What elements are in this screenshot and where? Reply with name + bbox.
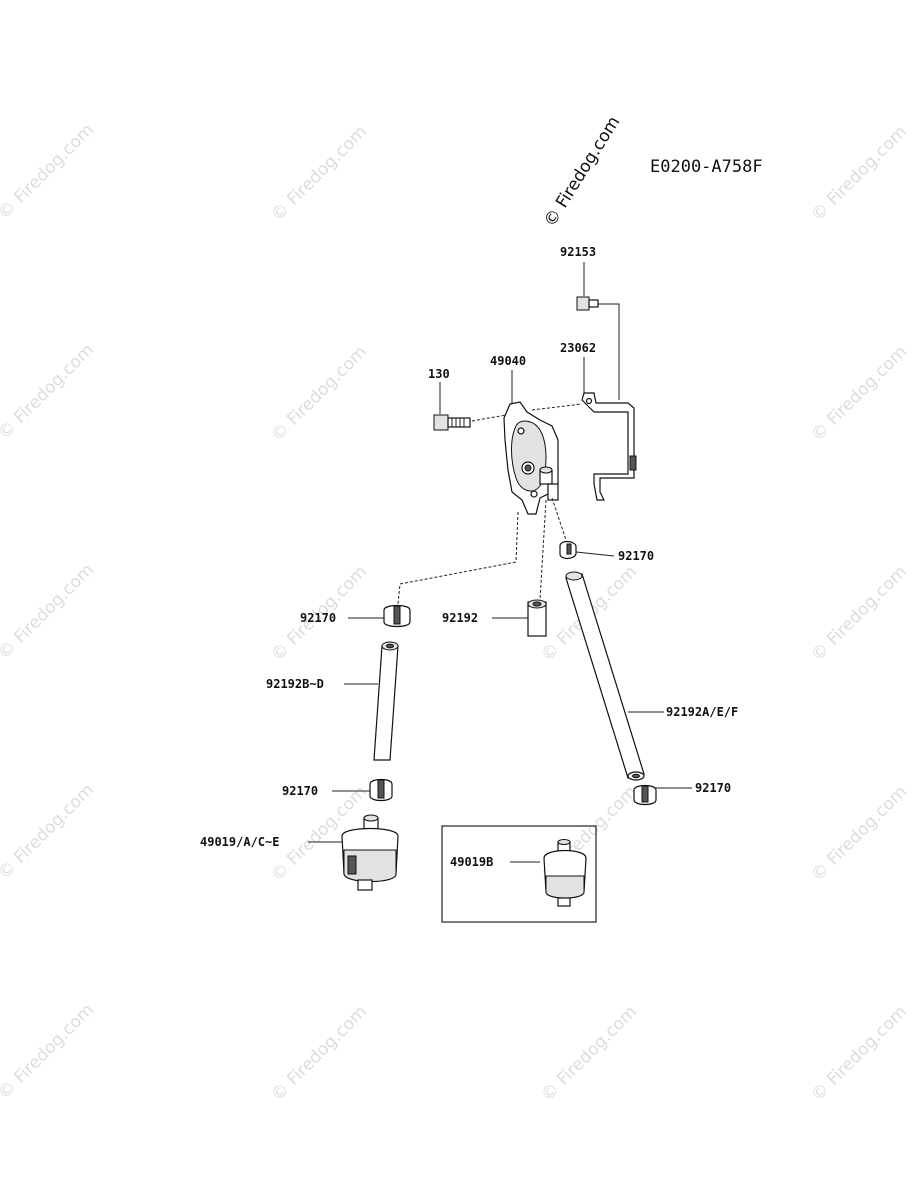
label-49019: 49019/A/C~E (200, 835, 279, 849)
watermark-text: © Firedog.com (0, 340, 98, 444)
clamp-92170-lower-left (332, 778, 393, 802)
label-92192a-e-f: 92192A/E/F (666, 705, 738, 719)
watermark-text: © Firedog.com (807, 1002, 911, 1106)
clamp-92170-pump (559, 540, 615, 560)
clamp-92170-left (348, 604, 411, 628)
hose-92192a-e-f (565, 571, 664, 781)
label-49019b: 49019B (450, 855, 493, 869)
watermark-text: © Firedog.com (807, 122, 911, 226)
watermark-text: © Firedog.com (807, 782, 911, 886)
watermark-text: © Firedog.com (0, 120, 98, 224)
label-92153: 92153 (560, 245, 596, 259)
watermark-text: © Firedog.com (267, 342, 371, 446)
fuel-pump-49040 (397, 370, 567, 605)
fuel-filter-49019 (308, 814, 399, 891)
label-92170-left: 92170 (300, 611, 336, 625)
diagram-code: E0200-A758F (650, 157, 763, 177)
label-130: 130 (428, 367, 450, 381)
watermark-main: © Firedog.com (540, 113, 624, 231)
watermark-text: © Firedog.com (267, 1002, 371, 1106)
watermark-text: © Firedog.com (0, 780, 98, 884)
inset-box-49019b (441, 825, 597, 923)
watermark-text: © Firedog.com (537, 1002, 641, 1106)
label-49040: 49040 (490, 354, 526, 368)
label-92192: 92192 (442, 611, 478, 625)
watermark-text: © Firedog.com (267, 122, 371, 226)
label-92192b-d: 92192B~D (266, 677, 324, 691)
watermark-text: © Firedog.com (0, 1000, 98, 1104)
hose-92192 (492, 599, 547, 637)
bracket-23062 (581, 357, 637, 501)
watermark-text: © Firedog.com (0, 560, 98, 664)
watermark-text: © Firedog.com (807, 562, 911, 666)
bolt-130 (433, 382, 583, 431)
label-92170-pump: 92170 (618, 549, 654, 563)
label-23062: 23062 (560, 341, 596, 355)
hose-92192b-d (344, 641, 399, 761)
watermark-text: © Firedog.com (807, 342, 911, 446)
label-92170-lower-right: 92170 (695, 781, 731, 795)
clamp-92170-lower-right (633, 784, 692, 806)
bolt-92153 (576, 262, 620, 400)
label-92170-lower-left: 92170 (282, 784, 318, 798)
